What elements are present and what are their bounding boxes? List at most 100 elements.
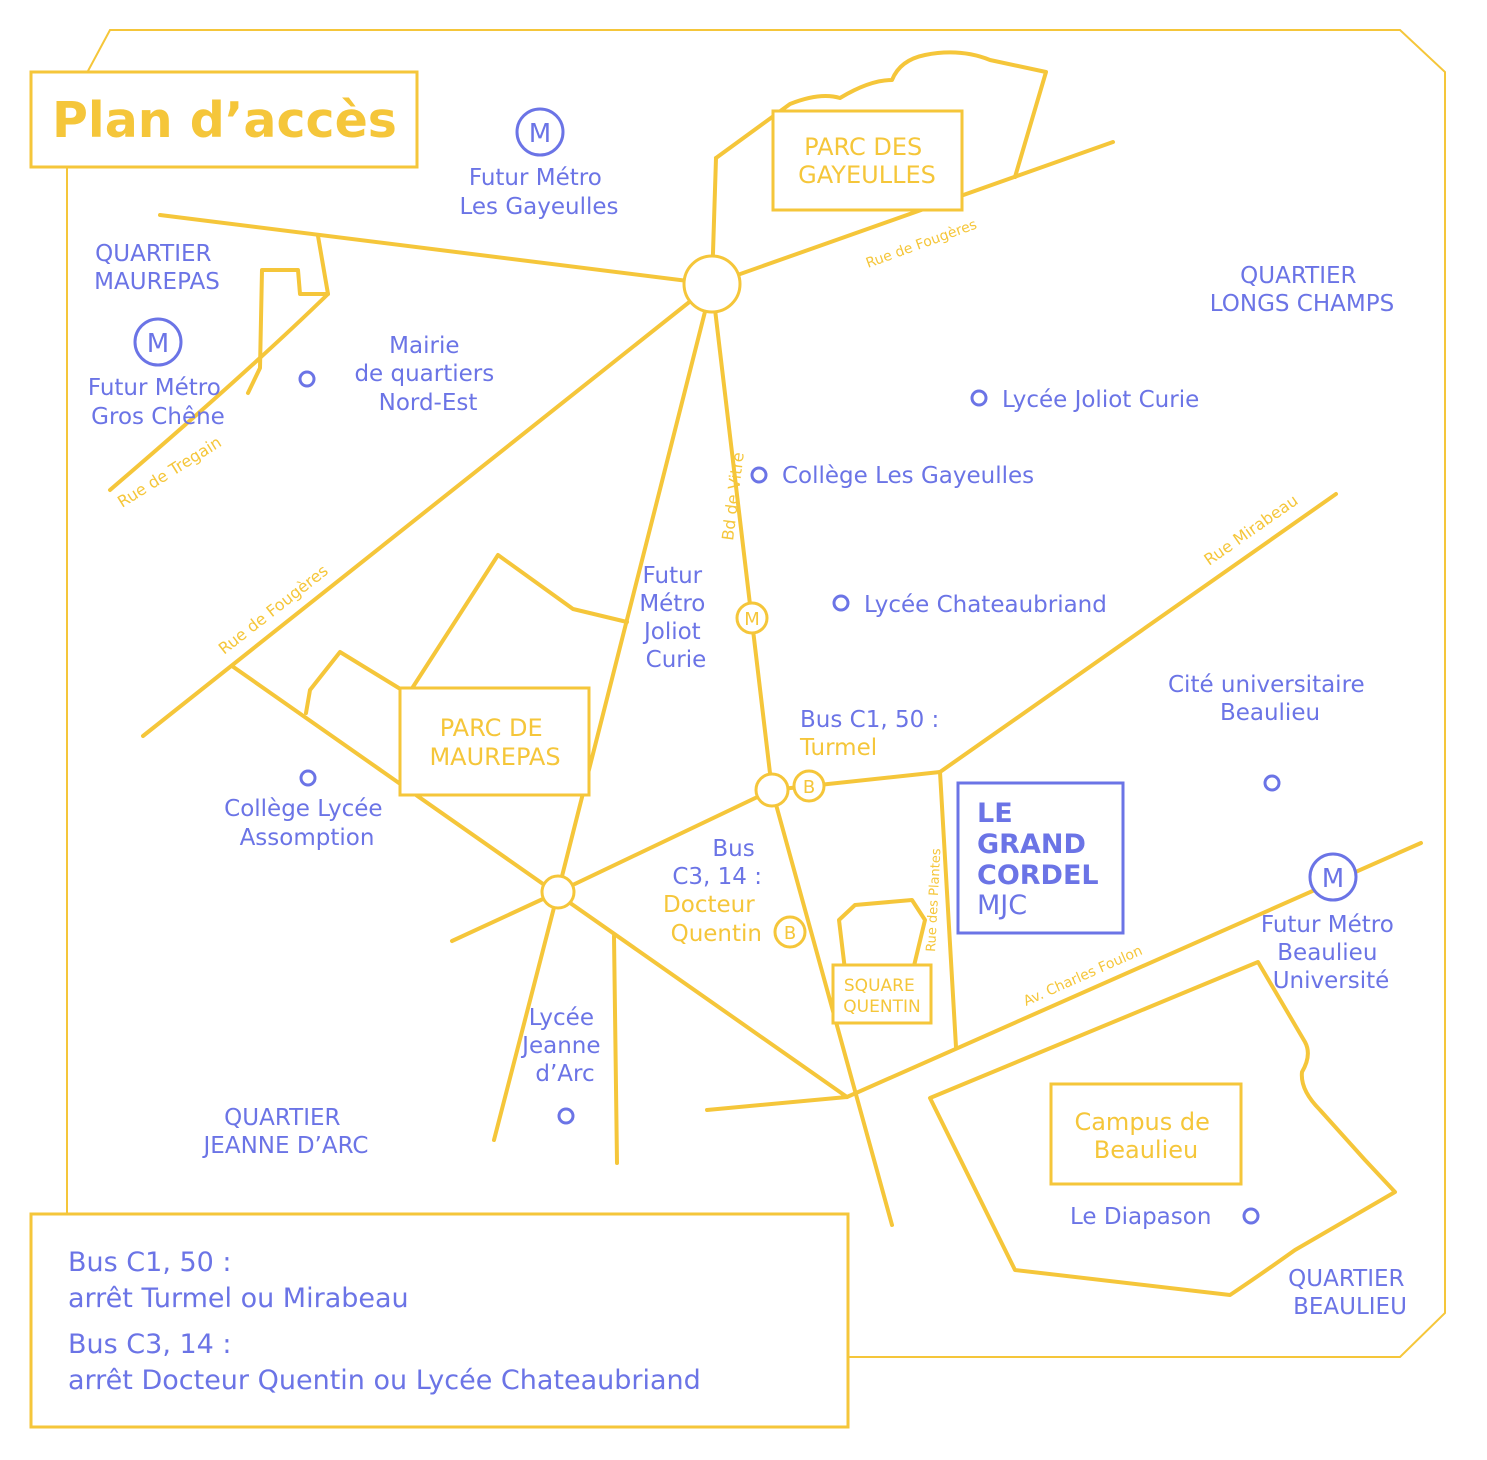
poi-jeanne-arc-marker — [557, 1107, 575, 1125]
road-south-jeanne-darc — [492, 890, 560, 1142]
svg-text:SQUARE QUENTIN: SQUARE QUENTIN — [843, 976, 920, 1017]
district-longs-champs-line2: LONGS CHAMPS — [1210, 291, 1394, 317]
poi-diapason: Le Diapason — [1070, 1204, 1211, 1230]
poi-lycee-joliot: Lycée Joliot Curie — [1002, 387, 1199, 413]
bus-icon — [773, 915, 807, 949]
poi-cite-u-line1: Cité universitaire — [1168, 672, 1365, 698]
poi-college-gayeulles: Collège Les Gayeulles — [782, 463, 1034, 489]
metro-gros-chene[interactable]: M Futur Métro Gros Chêne — [88, 317, 228, 430]
road-fougeres-east — [710, 140, 1115, 286]
bus-quentin-stop2: Quentin — [671, 921, 762, 947]
metro-beaulieu-line1: Futur Métro — [1261, 912, 1394, 938]
road-docteur-quentin — [556, 788, 774, 894]
svg-text:Futur Métro Les Gayeulle: Futur Métro Les Gayeulles — [459, 165, 618, 220]
bus-quentin-lines2: C3, 14 : — [672, 864, 762, 890]
bus-turmel-stop: Turmel — [799, 735, 877, 761]
street-fougeres-sw: Rue de Fougères — [215, 561, 332, 658]
metro-gros-chene-line2: Gros Chêne — [91, 404, 225, 430]
road-west-bottom — [705, 1095, 849, 1112]
venue-line1: LE — [977, 798, 1013, 829]
poi-jeanne-arc-line2: Jeanne — [520, 1033, 600, 1059]
roundabout-south — [540, 874, 576, 910]
poi-lycee-chateaubriand-marker — [832, 594, 850, 612]
svg-text:Futur Métro Joliot: Futur Métro Joliot Curie — [639, 563, 712, 673]
road-fougeres-north — [158, 213, 714, 286]
metro-symbol: M — [744, 609, 760, 630]
district-jeanne-darc-line1: QUARTIER — [224, 1105, 340, 1131]
street-foulon: Av. Charles Foulon — [1021, 943, 1145, 1010]
roundabout-turmel — [754, 772, 790, 808]
title-box — [29, 70, 419, 169]
district-longs-champs-line1: QUARTIER — [1240, 263, 1356, 289]
street-plantes: Rue des Plantes — [924, 848, 944, 952]
metro-joliot-line1: Futur — [643, 563, 703, 589]
venue-box — [956, 781, 1125, 935]
metro-symbol: M — [1322, 864, 1344, 894]
page-title: Plan d’accès — [52, 92, 397, 149]
bus-symbol: B — [784, 923, 796, 944]
park-maurepas-box — [398, 686, 591, 797]
bus-icon — [792, 769, 826, 803]
metro-symbol: M — [147, 329, 169, 359]
map-frame — [66, 29, 1446, 1358]
legend-heading-1: Bus C1, 50 : — [68, 1247, 232, 1278]
park-gayeulles-line2: GAYEULLES — [798, 161, 936, 189]
svg-text:Collège Lycée Assomption: Collège Lycée Assomption — [224, 796, 390, 851]
metro-symbol: M — [529, 119, 551, 149]
bus-stop-docteur-quentin[interactable]: B Bus C3, 14 : Docteur Quentin — [663, 836, 807, 949]
metro-beaulieu-line2: Beaulieu — [1277, 940, 1377, 966]
metro-icon — [515, 107, 565, 157]
poi-mairie-line1: Mairie — [389, 333, 459, 359]
metro-gayeulles[interactable]: M Futur Métro Les Gayeulles — [459, 107, 619, 220]
svg-text:PARC DE MAUREPAS: PARC DE MAUREPAS — [429, 714, 560, 771]
road-fougeres-southwest — [141, 282, 714, 738]
poi-lycee-joliot-marker — [970, 389, 988, 407]
metro-joliot-line2: Métro — [639, 591, 705, 617]
metro-beaulieu[interactable]: M Futur Métro Beaulieu Université — [1261, 852, 1401, 994]
square-quentin-outline — [837, 898, 927, 972]
venue-line2: GRAND — [977, 829, 1086, 860]
district-beaulieu-line2: BEAULIEU — [1293, 1294, 1407, 1320]
metro-joliot-curie[interactable]: M Futur Métro Joliot Curie — [639, 563, 769, 673]
svg-text:Campus de Beaulieu: Campus de Beaulieu — [1074, 1108, 1217, 1164]
poi-diapason-marker — [1242, 1207, 1260, 1225]
metro-beaulieu-line3: Université — [1273, 968, 1390, 994]
svg-text:Lycée Jeanne d’Arc: Lycée Jeanne d’Arc — [520, 1005, 608, 1087]
bus-turmel-lines: Bus C1, 50 : — [800, 707, 939, 733]
svg-text:Futur Métro Beaulieu: Futur Métro Beaulieu Université — [1261, 912, 1401, 994]
square-quentin-box — [831, 963, 933, 1025]
svg-text:Futur Métro Gros Chêne: Futur Métro Gros Chêne — [88, 375, 228, 430]
svg-text:PARC DES GAYEULLES: PARC DES GAYEULLES — [798, 133, 936, 189]
metro-icon — [1308, 852, 1358, 902]
svg-text:QUARTIER MAUREPAS: QUARTIER MAUREPAS — [94, 241, 220, 295]
svg-text:QUARTIER LONGS CHAMPS: QUARTIER LONGS CHAMPS — [1210, 263, 1394, 317]
campus-line2: Beaulieu — [1094, 1136, 1198, 1164]
venue-line3: CORDEL — [977, 860, 1099, 891]
poi-mairie-line2: de quartiers — [354, 361, 494, 387]
venue-le-grand-cordel[interactable]: LE GRAND CORDEL MJC — [956, 781, 1125, 935]
bus-quentin-lines1: Bus — [712, 836, 754, 862]
district-maurepas-line1: QUARTIER — [95, 241, 211, 267]
poi-assomption-line2: Assomption — [240, 825, 375, 851]
poi-lycee-chateaubriand: Lycée Chateaubriand — [864, 592, 1107, 618]
road-diagonal-south — [230, 664, 849, 1099]
poi-jeanne-arc-line1: Lycée — [529, 1005, 594, 1031]
bus-symbol: B — [803, 777, 815, 798]
svg-text:Bus C3, 14 :: Bus C3, 14 : — [672, 836, 762, 890]
metro-joliot-line4: Curie — [646, 647, 707, 673]
metro-joliot-line3: Joliot — [642, 619, 701, 645]
road-tregain — [108, 234, 330, 492]
road-south-vertical — [612, 934, 619, 1165]
road-mirabeau — [938, 492, 1338, 774]
metro-gayeulles-line1: Futur Métro — [469, 165, 602, 191]
park-gayeulles-line1: PARC DES — [804, 133, 922, 161]
road-maurepas-north — [304, 650, 404, 715]
road-southwest-stub — [450, 890, 560, 943]
svg-text:QUARTIER JEANNE D’ARC: QUARTIER JEANNE D’ARC — [202, 1105, 369, 1159]
square-quentin-line1: SQUARE — [844, 976, 915, 996]
gayeulles-park-outline — [714, 50, 1048, 179]
svg-text:Docteur Quentin: Docteur Quentin — [663, 892, 762, 947]
bus-stop-turmel[interactable]: B Bus C1, 50 : Turmel — [792, 707, 939, 803]
poi-cite-u-marker — [1263, 774, 1281, 792]
venue-line4: MJC — [977, 890, 1027, 921]
